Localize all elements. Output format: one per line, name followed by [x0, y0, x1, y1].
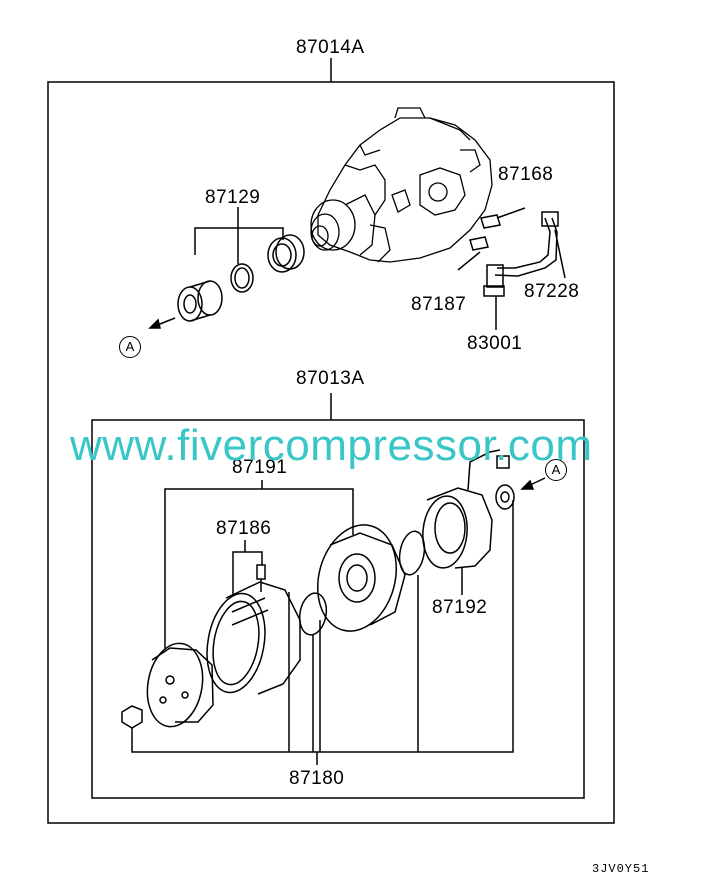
part-label-87129: 87129	[205, 187, 261, 208]
assembly-label-87014a: 87014A	[296, 37, 365, 58]
inner-frame	[91, 419, 585, 799]
watermark-text: www.fivercompressor.com	[70, 421, 593, 470]
ref-marker-a-top: A	[119, 336, 141, 358]
part-label-83001: 83001	[467, 333, 523, 354]
rotor	[316, 524, 406, 632]
assembly-label-87013a: 87013A	[296, 368, 365, 389]
bearing	[177, 280, 223, 322]
part-label-87186: 87186	[216, 518, 272, 539]
part-label-87228: 87228	[524, 281, 580, 302]
compressor-body	[310, 107, 493, 263]
field-coil	[422, 487, 493, 569]
drawing-code: 3JV0Y51	[592, 862, 650, 876]
ref-marker-a-clutch: A	[545, 459, 567, 481]
armature-plate	[146, 642, 214, 728]
part-label-87191: 87191	[232, 457, 288, 478]
part-label-87187: 87187	[411, 294, 467, 315]
connector-83001	[486, 264, 504, 288]
part-label-87168: 87168	[498, 164, 554, 185]
nut	[121, 705, 143, 729]
shim	[495, 484, 515, 510]
part-label-87180: 87180	[289, 768, 345, 789]
snap-ring	[230, 263, 254, 293]
pulley	[206, 581, 301, 695]
part-label-87192: 87192	[432, 597, 488, 618]
